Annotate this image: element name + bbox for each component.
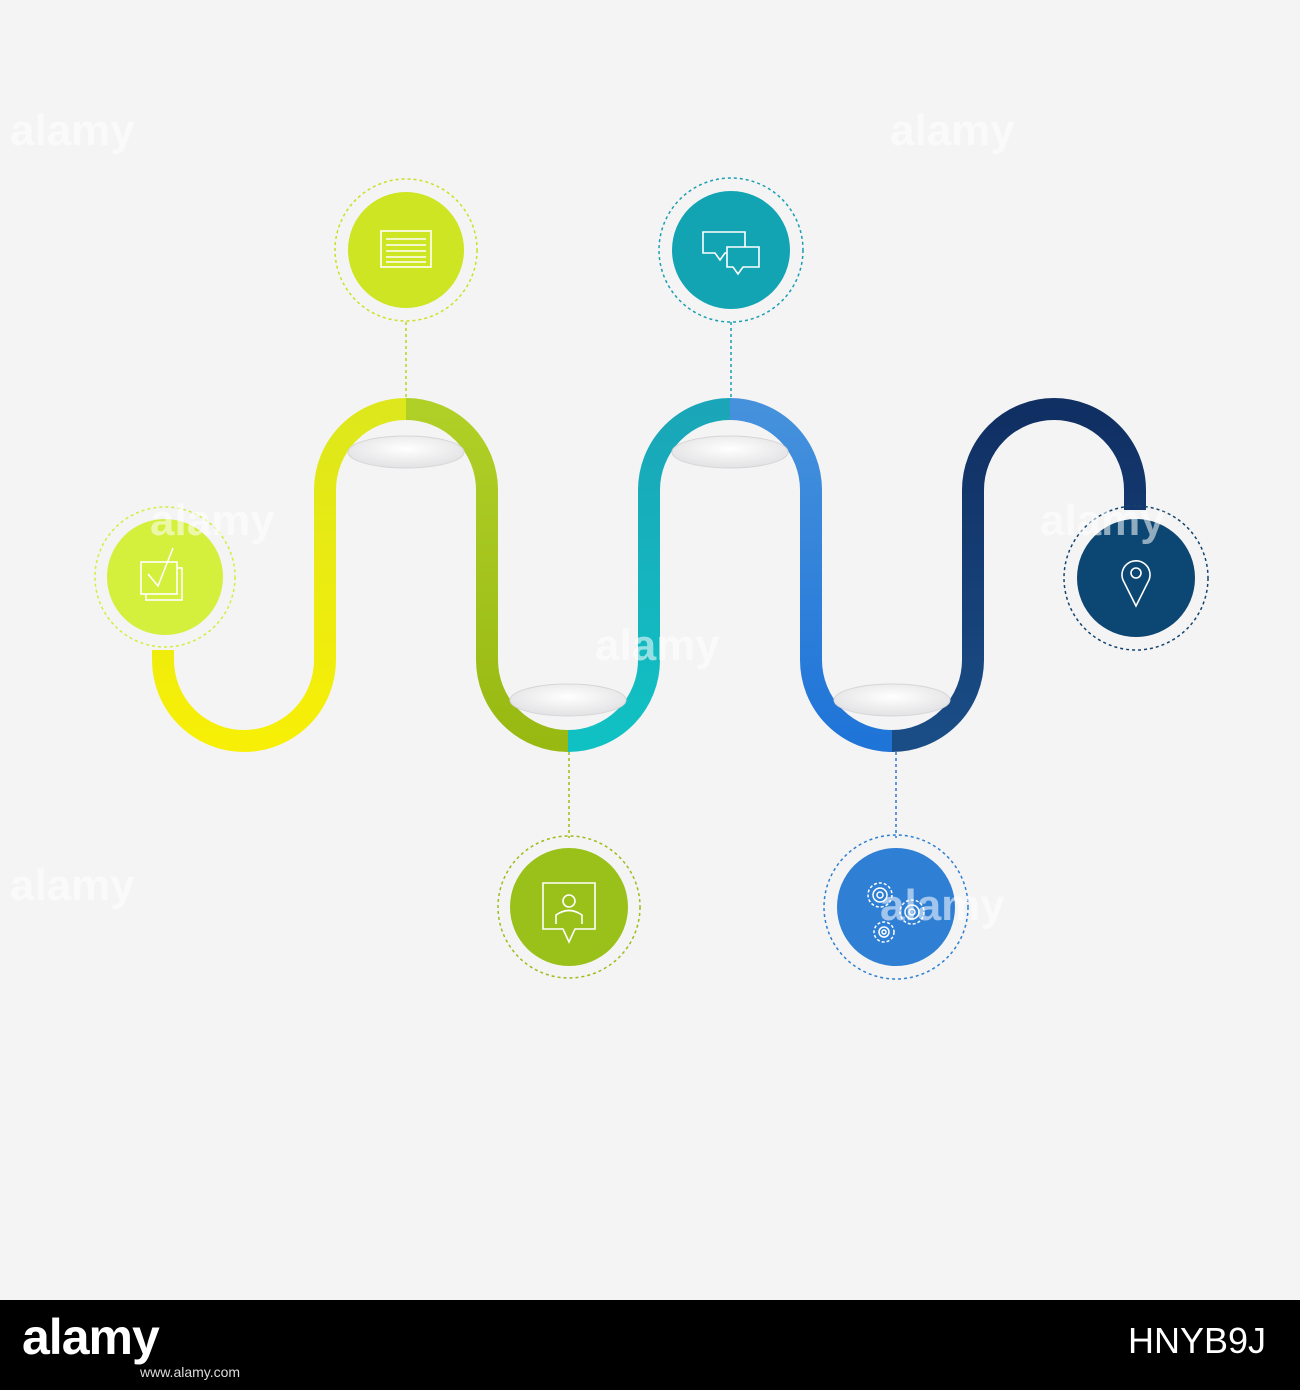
chat-bubbles-icon	[702, 231, 760, 276]
timeline-path	[152, 398, 1146, 752]
step-2-node[interactable]	[334, 178, 478, 322]
document-icon	[380, 230, 432, 268]
svg-text:alamy: alamy	[1040, 496, 1165, 545]
checklist-icon	[140, 547, 183, 601]
svg-text:alamy: alamy	[890, 106, 1015, 155]
svg-text:alamy: alamy	[10, 106, 135, 155]
watermark-footer: alamy HNYB9J www.alamy.com	[0, 1300, 1300, 1390]
path-segment-3	[567, 398, 731, 752]
path-segment-5	[891, 398, 1146, 752]
connector-lines	[405, 322, 897, 838]
bend-caps	[347, 435, 951, 717]
svg-text:alamy: alamy	[150, 496, 275, 545]
step-3-node[interactable]	[497, 835, 641, 979]
step-1-node[interactable]	[94, 506, 236, 648]
infographic-canvas: alamy alamy alamy alamy alamy alamy alam…	[10, 106, 1209, 980]
person-message-icon	[542, 882, 596, 944]
path-segment-2	[405, 398, 569, 752]
step-4-node[interactable]	[658, 177, 804, 323]
step-5-node[interactable]	[823, 834, 969, 980]
gears-icon	[867, 882, 925, 943]
location-pin-icon	[1121, 560, 1151, 608]
path-segment-4	[729, 398, 893, 752]
path-segment-1	[152, 398, 407, 752]
step-6-node[interactable]	[1063, 505, 1209, 651]
svg-text:alamy: alamy	[595, 621, 720, 670]
image-id: HNYB9J	[1127, 1320, 1266, 1361]
svg-text:alamy: alamy	[10, 861, 135, 910]
alamy-logo: alamy	[22, 1309, 160, 1365]
svg-text:alamy: alamy	[880, 881, 1005, 930]
watermark-overlay: alamy alamy alamy alamy alamy alamy alam…	[10, 106, 1165, 930]
footer-url: www.alamy.com	[140, 1364, 241, 1380]
timeline-diagram: alamy alamy alamy alamy alamy alamy alam…	[10, 106, 1209, 980]
